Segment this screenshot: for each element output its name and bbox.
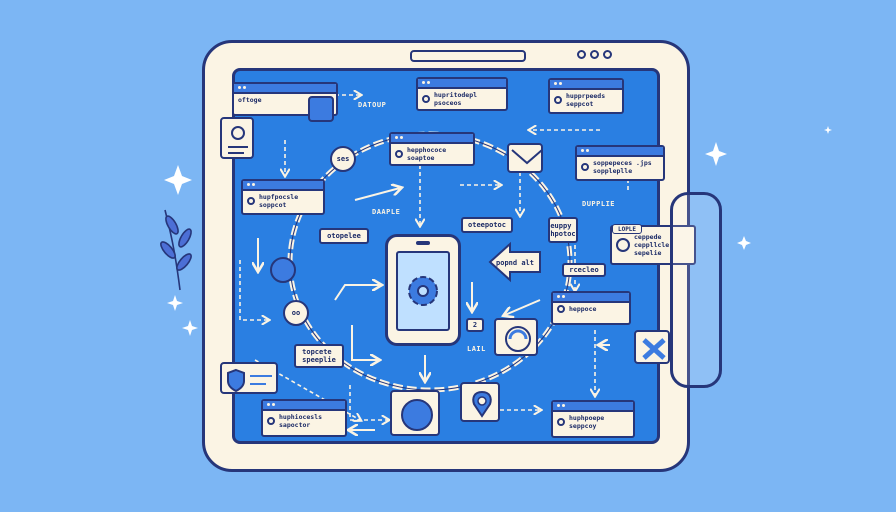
float-label-dupplie: DUPPLIE [582, 200, 616, 208]
arrow [505, 299, 541, 315]
puzzle-gear-icon [270, 257, 296, 283]
sparkle-icon [167, 295, 183, 311]
sparkle-icon [737, 236, 751, 250]
connector [349, 385, 388, 420]
sticker-label: LOPLE [612, 224, 642, 234]
sparkle-icon [164, 165, 192, 195]
gear-tile-icon [308, 96, 334, 122]
side-clip [670, 192, 722, 388]
gear-icon: ses [330, 146, 356, 172]
small-label-topcete[interactable]: topcete speeplie [294, 344, 344, 368]
ring-icon [422, 95, 430, 103]
node-card-label: hupprpeeds seppcot [566, 92, 606, 108]
ring-icon [581, 163, 589, 171]
close-icon[interactable] [634, 330, 670, 364]
node-card-label: heppoce [569, 305, 597, 313]
node-card-huphiocesls[interactable]: huphiocesls sapoctor [261, 399, 347, 437]
small-label-oteepotoc[interactable]: oteepotoc [461, 217, 513, 233]
sparkle-icon [705, 142, 727, 166]
puzzle-icon [390, 390, 440, 436]
float-label-daaple: DAAPLE [372, 208, 401, 216]
float-label-lail: LAIL [467, 345, 486, 353]
arrow [354, 188, 400, 201]
small-label-euppy[interactable]: euppy hpotoc [548, 217, 578, 243]
node-card-hupprpeeds[interactable]: hupprpeeds seppcot [548, 78, 624, 114]
phone-icon [385, 234, 461, 346]
node-card-hupritodepl[interactable]: hupritodepl psoceos [416, 77, 508, 111]
node-card-label: ceppede ceppllcle sepelie [634, 233, 670, 257]
node-card-label: huphpoepe seppcoy [569, 414, 605, 430]
small-label-popnd[interactable]: popnd alt [496, 259, 534, 267]
id-card-icon [220, 117, 254, 159]
float-label-datoup: DATOUP [358, 101, 387, 109]
ring-icon [395, 150, 403, 158]
ring-icon [554, 96, 562, 104]
node-card-soppepeces[interactable]: soppepeces .jps soppleplle [575, 145, 665, 181]
connector [239, 260, 268, 320]
node-card-oftoge[interactable]: oftoge [232, 82, 338, 116]
mail-icon [507, 143, 543, 173]
shield-card-icon [220, 362, 278, 394]
node-card-huphpoepe[interactable]: huphpoepe seppcoy [551, 400, 635, 438]
phone-gear-icon [408, 276, 438, 306]
top-dot-2 [590, 50, 599, 59]
sync-icon [494, 318, 538, 356]
arrow [334, 285, 380, 301]
node-card-hepphococe[interactable]: hepphococe soaptoe [389, 132, 475, 166]
ring-icon [557, 418, 565, 426]
node-card-label: hupritodepl psoceos [434, 91, 478, 107]
sparkle-icon [182, 320, 198, 336]
node-card-label: hupfpocsle soppcot [259, 193, 299, 209]
node-card-label: huphiocesls sapoctor [279, 413, 323, 429]
node-card-label: hepphococe soaptoe [407, 146, 447, 162]
ring-icon [247, 197, 255, 205]
node-card-label: soppepeces .jps soppleplle [593, 159, 652, 175]
leaf-icon [160, 209, 192, 291]
ring-icon [557, 305, 565, 313]
location-pin-icon [460, 382, 500, 422]
small-label-otopelee[interactable]: otopelee [319, 228, 369, 244]
node-card-heppoce[interactable]: heppoce [551, 291, 631, 325]
node-card-label: oftoge [238, 96, 262, 104]
small-label-rcecleo[interactable]: rcecleo [562, 263, 606, 277]
big-left-arrow [488, 241, 541, 283]
target-icon [616, 238, 630, 252]
top-dot-3 [603, 50, 612, 59]
number-marker: 2 [466, 318, 484, 332]
top-dot-1 [577, 50, 586, 59]
arrow [351, 325, 378, 360]
ring-icon [267, 417, 275, 425]
sparkle-icon [824, 126, 832, 134]
top-bar [410, 50, 526, 62]
node-card-hupfpocsle[interactable]: hupfpocsle soppcot [241, 179, 325, 215]
gear-icon: oo [283, 300, 309, 326]
